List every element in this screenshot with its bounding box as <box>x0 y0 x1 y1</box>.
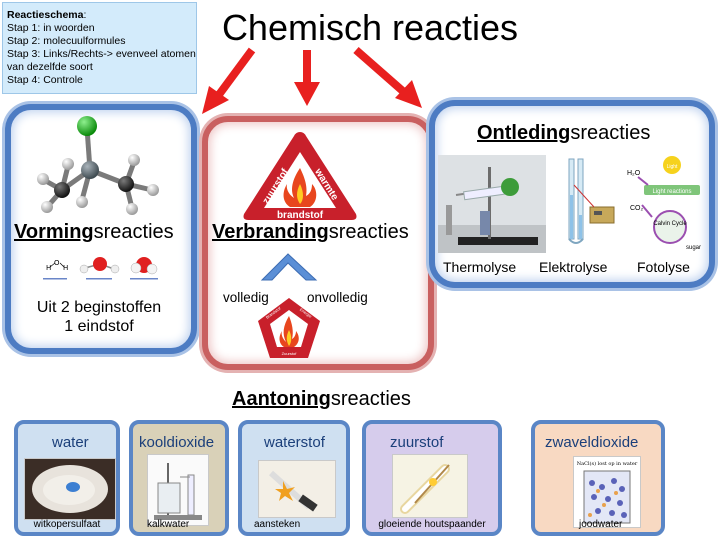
thermolyse-image <box>438 155 546 253</box>
test-box-waterstof: waterstof aansteken <box>238 420 350 536</box>
verbranding-heading-bold: Verbranding <box>212 221 329 243</box>
scheme-step-4: Stap 4: Controle <box>7 74 83 86</box>
vorming-heading-bold: Vorming <box>14 221 94 243</box>
scheme-step-3: Stap 3: Links/Rechts-> evenveel atomen v… <box>7 48 196 73</box>
elektrolyse-image <box>560 155 620 250</box>
verbranding-heading-rest: sreacties <box>328 221 409 243</box>
arrow-left-icon <box>202 47 256 114</box>
foto-label-light: Light <box>667 164 678 170</box>
foto-label-sugar: sugar <box>686 245 701 251</box>
joodwater-caption: NaCl(s) lost op in water <box>577 460 638 467</box>
test-image-zuurstof <box>392 454 468 518</box>
test-box-zuurstof: zuurstof gloeiende houtspaander <box>362 420 502 536</box>
test-box-kooldioxide: kooldioxide kalkwater <box>129 420 229 536</box>
method-thermolyse: Thermolyse <box>443 259 517 275</box>
scheme-title: Reactieschema <box>7 9 84 21</box>
foto-label-co2: CO₂ <box>630 205 644 212</box>
test-image-zwaveldioxide: NaCl(s) lost op in water <box>573 456 641 528</box>
water-models-icon: H O H <box>43 257 158 280</box>
test-reagent-waterstof: aansteken <box>254 519 301 530</box>
scheme-step-2: Stap 2: molecuulformules <box>7 35 126 47</box>
test-substance-waterstof: waterstof <box>264 434 325 451</box>
test-image-kooldioxide <box>147 454 209 526</box>
fire-triangle-icon: zuurstof warmte brandstof <box>243 132 357 221</box>
test-image-water <box>24 458 116 520</box>
page-title: Chemisch reacties <box>221 7 519 48</box>
vorming-description-line1: Uit 2 beginstoffen <box>36 299 162 316</box>
foto-label-calvin: Calvin Cycle <box>653 221 687 227</box>
label-volledig: volledig <box>223 290 269 305</box>
reaction-scheme-box: Reactieschema: Stap 1: in woorden Stap 2… <box>2 2 197 94</box>
test-reagent-kooldioxide: kalkwater <box>147 519 190 530</box>
svg-text:O: O <box>54 259 60 267</box>
test-reagent-water: witkopersulfaat <box>33 519 101 530</box>
verbranding-heading: Verbrandingsreacties <box>212 220 409 244</box>
test-image-waterstof <box>258 460 336 518</box>
pentagon-label-3: Zuurstof <box>282 351 298 356</box>
vorming-heading: Vormingsreacties <box>14 220 174 244</box>
label-onvolledig: onvolledig <box>307 290 368 305</box>
test-reagent-zuurstof: gloeiende houtspaander <box>378 519 486 530</box>
test-substance-zwaveldioxide: zwaveldioxide <box>545 434 639 451</box>
molecule-3d-icon <box>37 116 159 215</box>
triangle-label-brandstof: brandstof <box>277 210 324 221</box>
method-elektrolyse: Elektrolyse <box>539 259 608 275</box>
arrow-down-icon <box>294 50 320 106</box>
foto-label-h2o: H₂O <box>627 170 641 177</box>
ontleding-heading: Ontledingsreacties <box>477 121 650 145</box>
vorming-description: Uit 2 beginstoffen 1 eindstof <box>14 298 184 336</box>
split-chevron-icon <box>260 253 318 281</box>
test-substance-zuurstof: zuurstof <box>390 434 444 451</box>
foto-label-light-reactions: Light reactions <box>652 189 691 195</box>
vorming-panel <box>5 104 197 354</box>
vorming-description-line2: 1 eindstof <box>64 318 134 335</box>
test-substance-kooldioxide: kooldioxide <box>139 434 215 451</box>
aantoning-heading-bold: Aantoning <box>232 388 331 410</box>
scheme-title-colon: : <box>83 9 87 21</box>
test-reagent-zwaveldioxide: joodwater <box>579 519 623 530</box>
vorming-heading-rest: sreacties <box>93 221 174 243</box>
fotolyse-diagram: Light H₂O Light reactions CO₂ Calvin Cyc… <box>627 156 701 251</box>
test-box-zwaveldioxide: zwaveldioxide NaCl(s) lost op in water j… <box>531 420 665 536</box>
method-fotolyse: Fotolyse <box>637 259 690 275</box>
ontleding-heading-rest: sreacties <box>570 122 651 144</box>
svg-text:H: H <box>46 264 51 272</box>
arrow-right-icon <box>353 46 422 108</box>
aantoning-heading: Aantoningsreacties <box>232 387 411 411</box>
test-substance-water: water <box>52 434 89 451</box>
aantoning-heading-rest: sreacties <box>330 388 411 410</box>
scheme-step-1: Stap 1: in woorden <box>7 22 95 34</box>
fire-pentagon-icon: Brandstof Energie Zuurstof <box>258 298 320 358</box>
ontleding-heading-bold: Ontleding <box>477 122 571 144</box>
svg-text:H: H <box>63 264 68 272</box>
test-box-water: water witkopersulfaat <box>14 420 120 536</box>
